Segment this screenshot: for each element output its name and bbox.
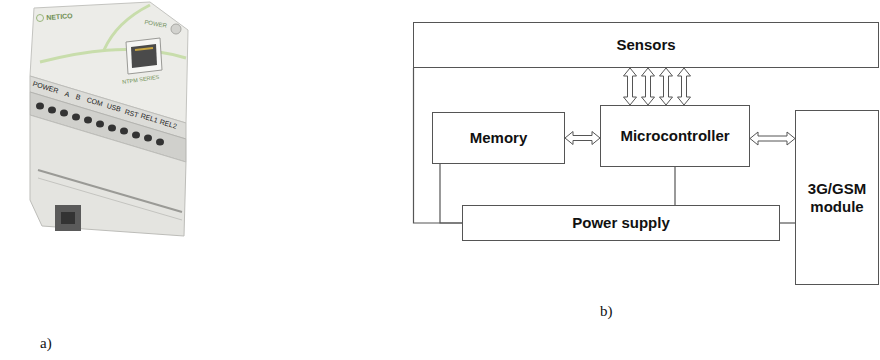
block-box: 3G/GSM module	[795, 110, 879, 285]
rj45-socket	[131, 44, 157, 68]
device-marking: COM	[86, 96, 104, 107]
double-arrow	[750, 132, 795, 145]
device-marking: RST	[124, 108, 139, 119]
terminal-hole	[72, 114, 80, 121]
terminal-hole	[132, 132, 140, 139]
power-line	[440, 164, 462, 223]
device-marking: NTPM SERIES	[122, 75, 160, 86]
panel-letter: b)	[600, 304, 613, 319]
panel-letter: a)	[40, 336, 52, 351]
device-marking: A	[64, 90, 70, 98]
terminal-hole	[120, 128, 128, 135]
terminal-hole	[108, 125, 116, 132]
power-line	[674, 167, 675, 205]
din-clip	[55, 205, 81, 231]
rj45-port	[126, 38, 162, 74]
power-led	[171, 24, 181, 34]
block-label: Memory	[470, 129, 528, 147]
device-marking: REL1	[140, 112, 159, 124]
terminal-hole	[156, 139, 164, 146]
device-marking: B	[75, 93, 81, 101]
device-marking: NETICO	[46, 12, 73, 21]
double-arrow	[624, 68, 637, 105]
block-box: Sensors	[413, 22, 879, 68]
block-box: Memory	[432, 112, 565, 164]
terminal-hole	[48, 107, 56, 114]
block-label: Microcontroller	[620, 127, 729, 145]
double-arrow	[660, 68, 673, 105]
block-label: Power supply	[572, 214, 670, 232]
block-label: 3G/GSM module	[802, 180, 872, 216]
rj45-contacts	[135, 48, 153, 50]
terminal-hole	[144, 135, 152, 142]
terminal-hole	[96, 121, 104, 128]
device-marking: POWER	[144, 19, 167, 29]
double-arrow	[678, 68, 691, 105]
device-marking: REL2	[159, 118, 178, 130]
block-label: Sensors	[616, 36, 675, 54]
power-line	[780, 222, 795, 223]
din-clip	[61, 212, 75, 224]
terminal-hole	[60, 110, 68, 117]
block-box: Power supply	[462, 205, 780, 241]
device-marking: POWER	[32, 80, 59, 94]
block-box: Microcontroller	[600, 105, 750, 167]
logo-swoosh	[40, 50, 186, 62]
housing-body	[30, 115, 186, 236]
logo-mark	[37, 15, 44, 22]
terminal-hole	[84, 117, 92, 124]
double-arrow	[565, 132, 600, 145]
double-arrow	[642, 68, 655, 105]
device-marking: USB	[106, 102, 122, 113]
terminal-hole	[36, 103, 44, 110]
